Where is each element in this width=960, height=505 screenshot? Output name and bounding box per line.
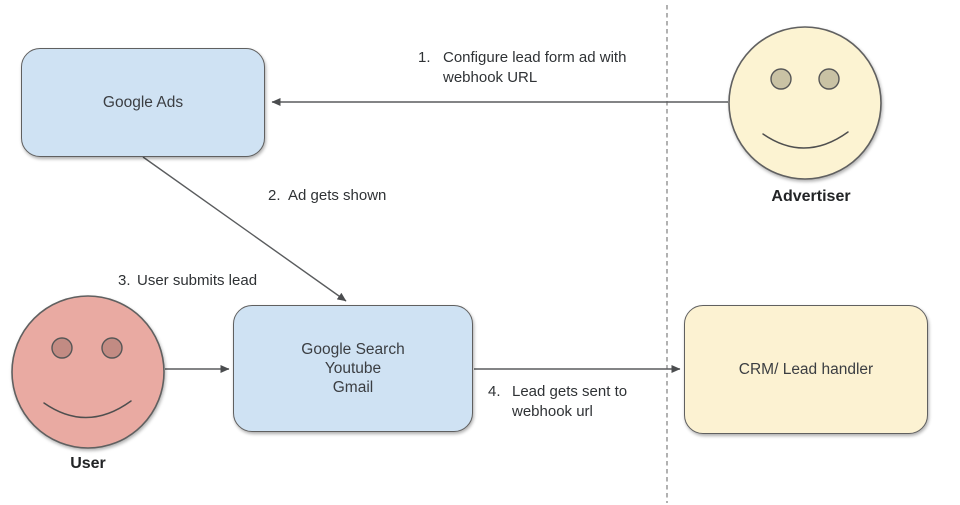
node-google-ads: Google Ads bbox=[21, 48, 265, 157]
advertiser-eye-left-icon bbox=[770, 68, 792, 90]
node-google-surfaces: Google Search Youtube Gmail bbox=[233, 305, 473, 432]
advertiser-eye-right-icon bbox=[818, 68, 840, 90]
node-crm-label: CRM/ Lead handler bbox=[738, 361, 874, 378]
step-text-line: Ad gets shown bbox=[288, 187, 387, 204]
step-3-user-submits-lead-label: 3. User submits lead bbox=[118, 271, 257, 291]
step-text-line: webhook url bbox=[512, 403, 593, 420]
step-number: 2. bbox=[268, 187, 281, 204]
advertiser-face-icon bbox=[728, 26, 882, 180]
user-eye-right-icon bbox=[101, 337, 123, 359]
step-text: Ad gets shown bbox=[288, 186, 386, 206]
user-label: User bbox=[70, 455, 106, 472]
step-number: 1. bbox=[418, 49, 431, 66]
user-face-circle bbox=[11, 295, 165, 449]
advertiser-smile-icon bbox=[762, 131, 849, 149]
advertiser-face-circle bbox=[728, 26, 882, 180]
step-text: Configure lead form ad with webhook URL bbox=[443, 48, 626, 88]
arrow-ad-gets-shown bbox=[142, 156, 347, 302]
advertiser-label: Advertiser bbox=[771, 188, 851, 205]
node-google-surfaces-line: Gmail bbox=[332, 379, 374, 396]
node-google-surfaces-line: Google Search bbox=[301, 341, 405, 358]
user-eye-left-icon bbox=[51, 337, 73, 359]
step-number: 4. bbox=[488, 383, 501, 400]
step-1-configure-lead-form-label: 1. Configure lead form ad with webhook U… bbox=[418, 48, 626, 88]
step-text-line: Lead gets sent to bbox=[512, 383, 628, 400]
node-google-ads-label: Google Ads bbox=[102, 94, 184, 111]
node-google-surfaces-line: Youtube bbox=[324, 360, 382, 377]
step-4-lead-sent-webhook-label: 4. Lead gets sent to webhook url bbox=[488, 382, 627, 422]
step-2-ad-gets-shown-label: 2. Ad gets shown bbox=[268, 186, 386, 206]
step-number: 3. bbox=[118, 272, 131, 289]
step-text: Lead gets sent to webhook url bbox=[512, 382, 627, 422]
step-text-line: Configure lead form ad with bbox=[443, 49, 627, 66]
node-crm-lead-handler: CRM/ Lead handler bbox=[684, 305, 928, 434]
step-text: User submits lead bbox=[137, 271, 257, 291]
step-text-line: webhook URL bbox=[443, 69, 538, 86]
user-face-icon bbox=[11, 295, 165, 449]
user-smile-icon bbox=[43, 400, 132, 419]
step-text-line: User submits lead bbox=[137, 272, 258, 289]
